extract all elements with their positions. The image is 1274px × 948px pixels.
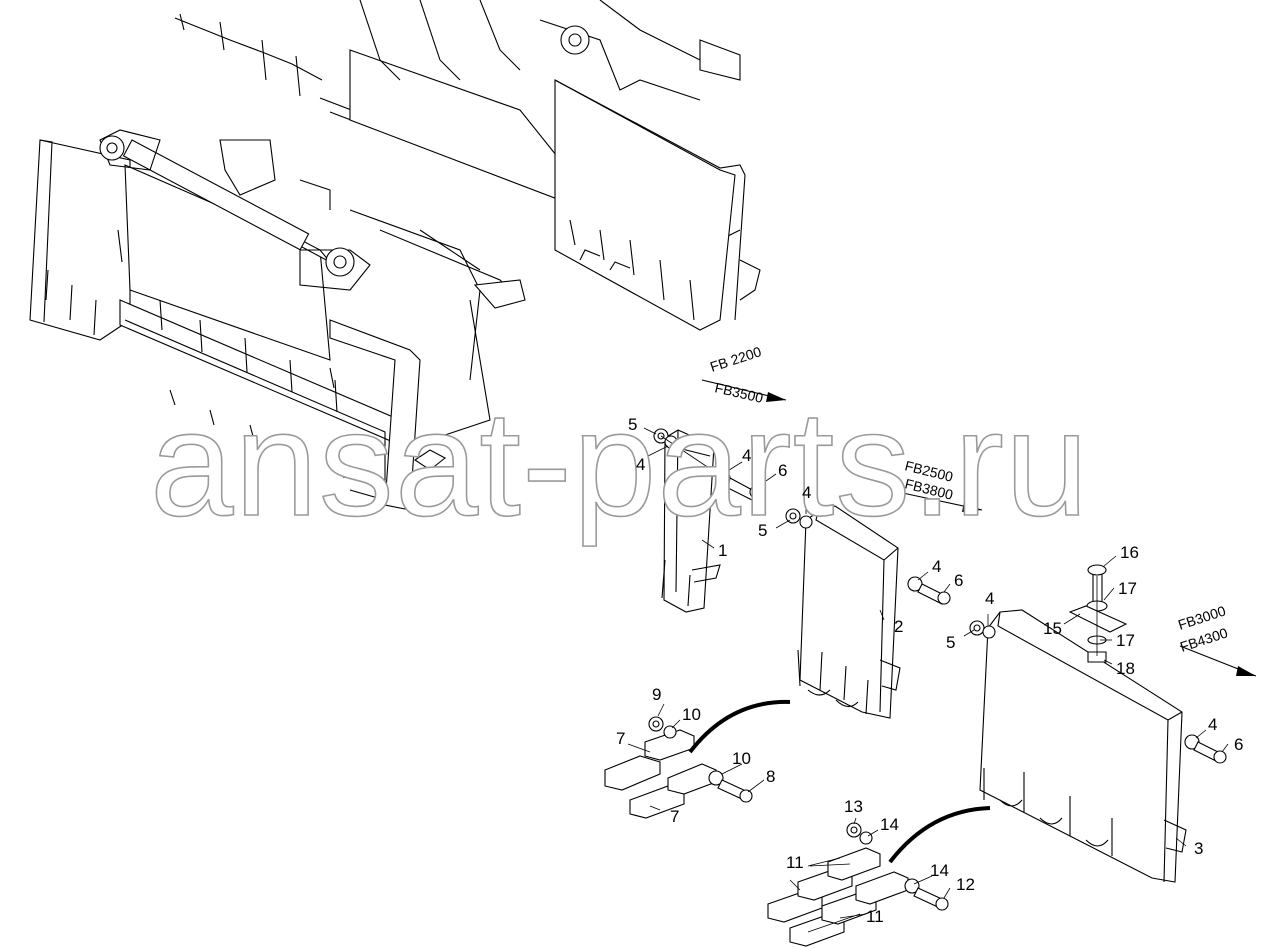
label-6: 6 — [1234, 735, 1243, 754]
variant-arrow-3: FB3000 FB4300 — [1176, 602, 1257, 677]
label-11: 11 — [786, 853, 804, 872]
part-3-side-plate — [979, 609, 1187, 883]
label-10: 10 — [732, 749, 751, 768]
label-9: 9 — [652, 685, 661, 704]
label-4: 4 — [802, 483, 811, 502]
teeth-group-7 — [604, 699, 791, 819]
label-14: 14 — [880, 815, 899, 834]
label-4: 4 — [932, 557, 941, 576]
watermark: ansat-parts.ru — [150, 379, 1089, 547]
label-15: 15 — [1043, 619, 1062, 638]
part-1-side-plate — [661, 429, 721, 613]
label-14: 14 — [930, 861, 949, 880]
teeth-group-11 — [767, 806, 991, 947]
fasteners-part-3 — [969, 620, 1227, 764]
leader-lines — [627, 427, 1229, 933]
label-6: 6 — [778, 461, 787, 480]
label-4: 4 — [636, 455, 645, 474]
label-4: 4 — [1208, 715, 1217, 734]
label-7: 7 — [670, 807, 679, 826]
label-17: 17 — [1118, 579, 1137, 598]
label-16: 16 — [1120, 543, 1139, 562]
label-5: 5 — [758, 521, 767, 540]
label-6: 6 — [954, 571, 963, 590]
label-1: 1 — [718, 541, 727, 560]
part-2-side-plate — [797, 505, 901, 719]
variant-label-fb2200: FB 2200 — [708, 343, 763, 375]
label-8: 8 — [766, 767, 775, 786]
fasteners-part-1 — [653, 428, 763, 501]
label-13: 13 — [844, 797, 863, 816]
fasteners-15-18 — [1068, 564, 1128, 663]
label-4: 4 — [985, 589, 994, 608]
label-3: 3 — [1194, 839, 1203, 858]
label-11: 11 — [866, 907, 884, 926]
label-10: 10 — [682, 705, 701, 724]
label-17: 17 — [1116, 631, 1135, 650]
fasteners-part-2 — [785, 508, 951, 605]
variant-arrow-2: FB2500 FB3800 — [897, 457, 983, 512]
position-labels: 5 4 4 6 1 4 5 4 6 2 4 5 16 17 15 17 18 4… — [616, 415, 1243, 926]
label-7: 7 — [616, 729, 625, 748]
upper-bucket-assembly — [174, 0, 761, 331]
label-5: 5 — [628, 415, 637, 434]
label-5: 5 — [946, 633, 955, 652]
main-bucket-assembly — [29, 129, 526, 511]
label-4: 4 — [742, 446, 751, 465]
label-18: 18 — [1116, 659, 1135, 678]
label-2: 2 — [894, 617, 903, 636]
label-12: 12 — [956, 875, 975, 894]
